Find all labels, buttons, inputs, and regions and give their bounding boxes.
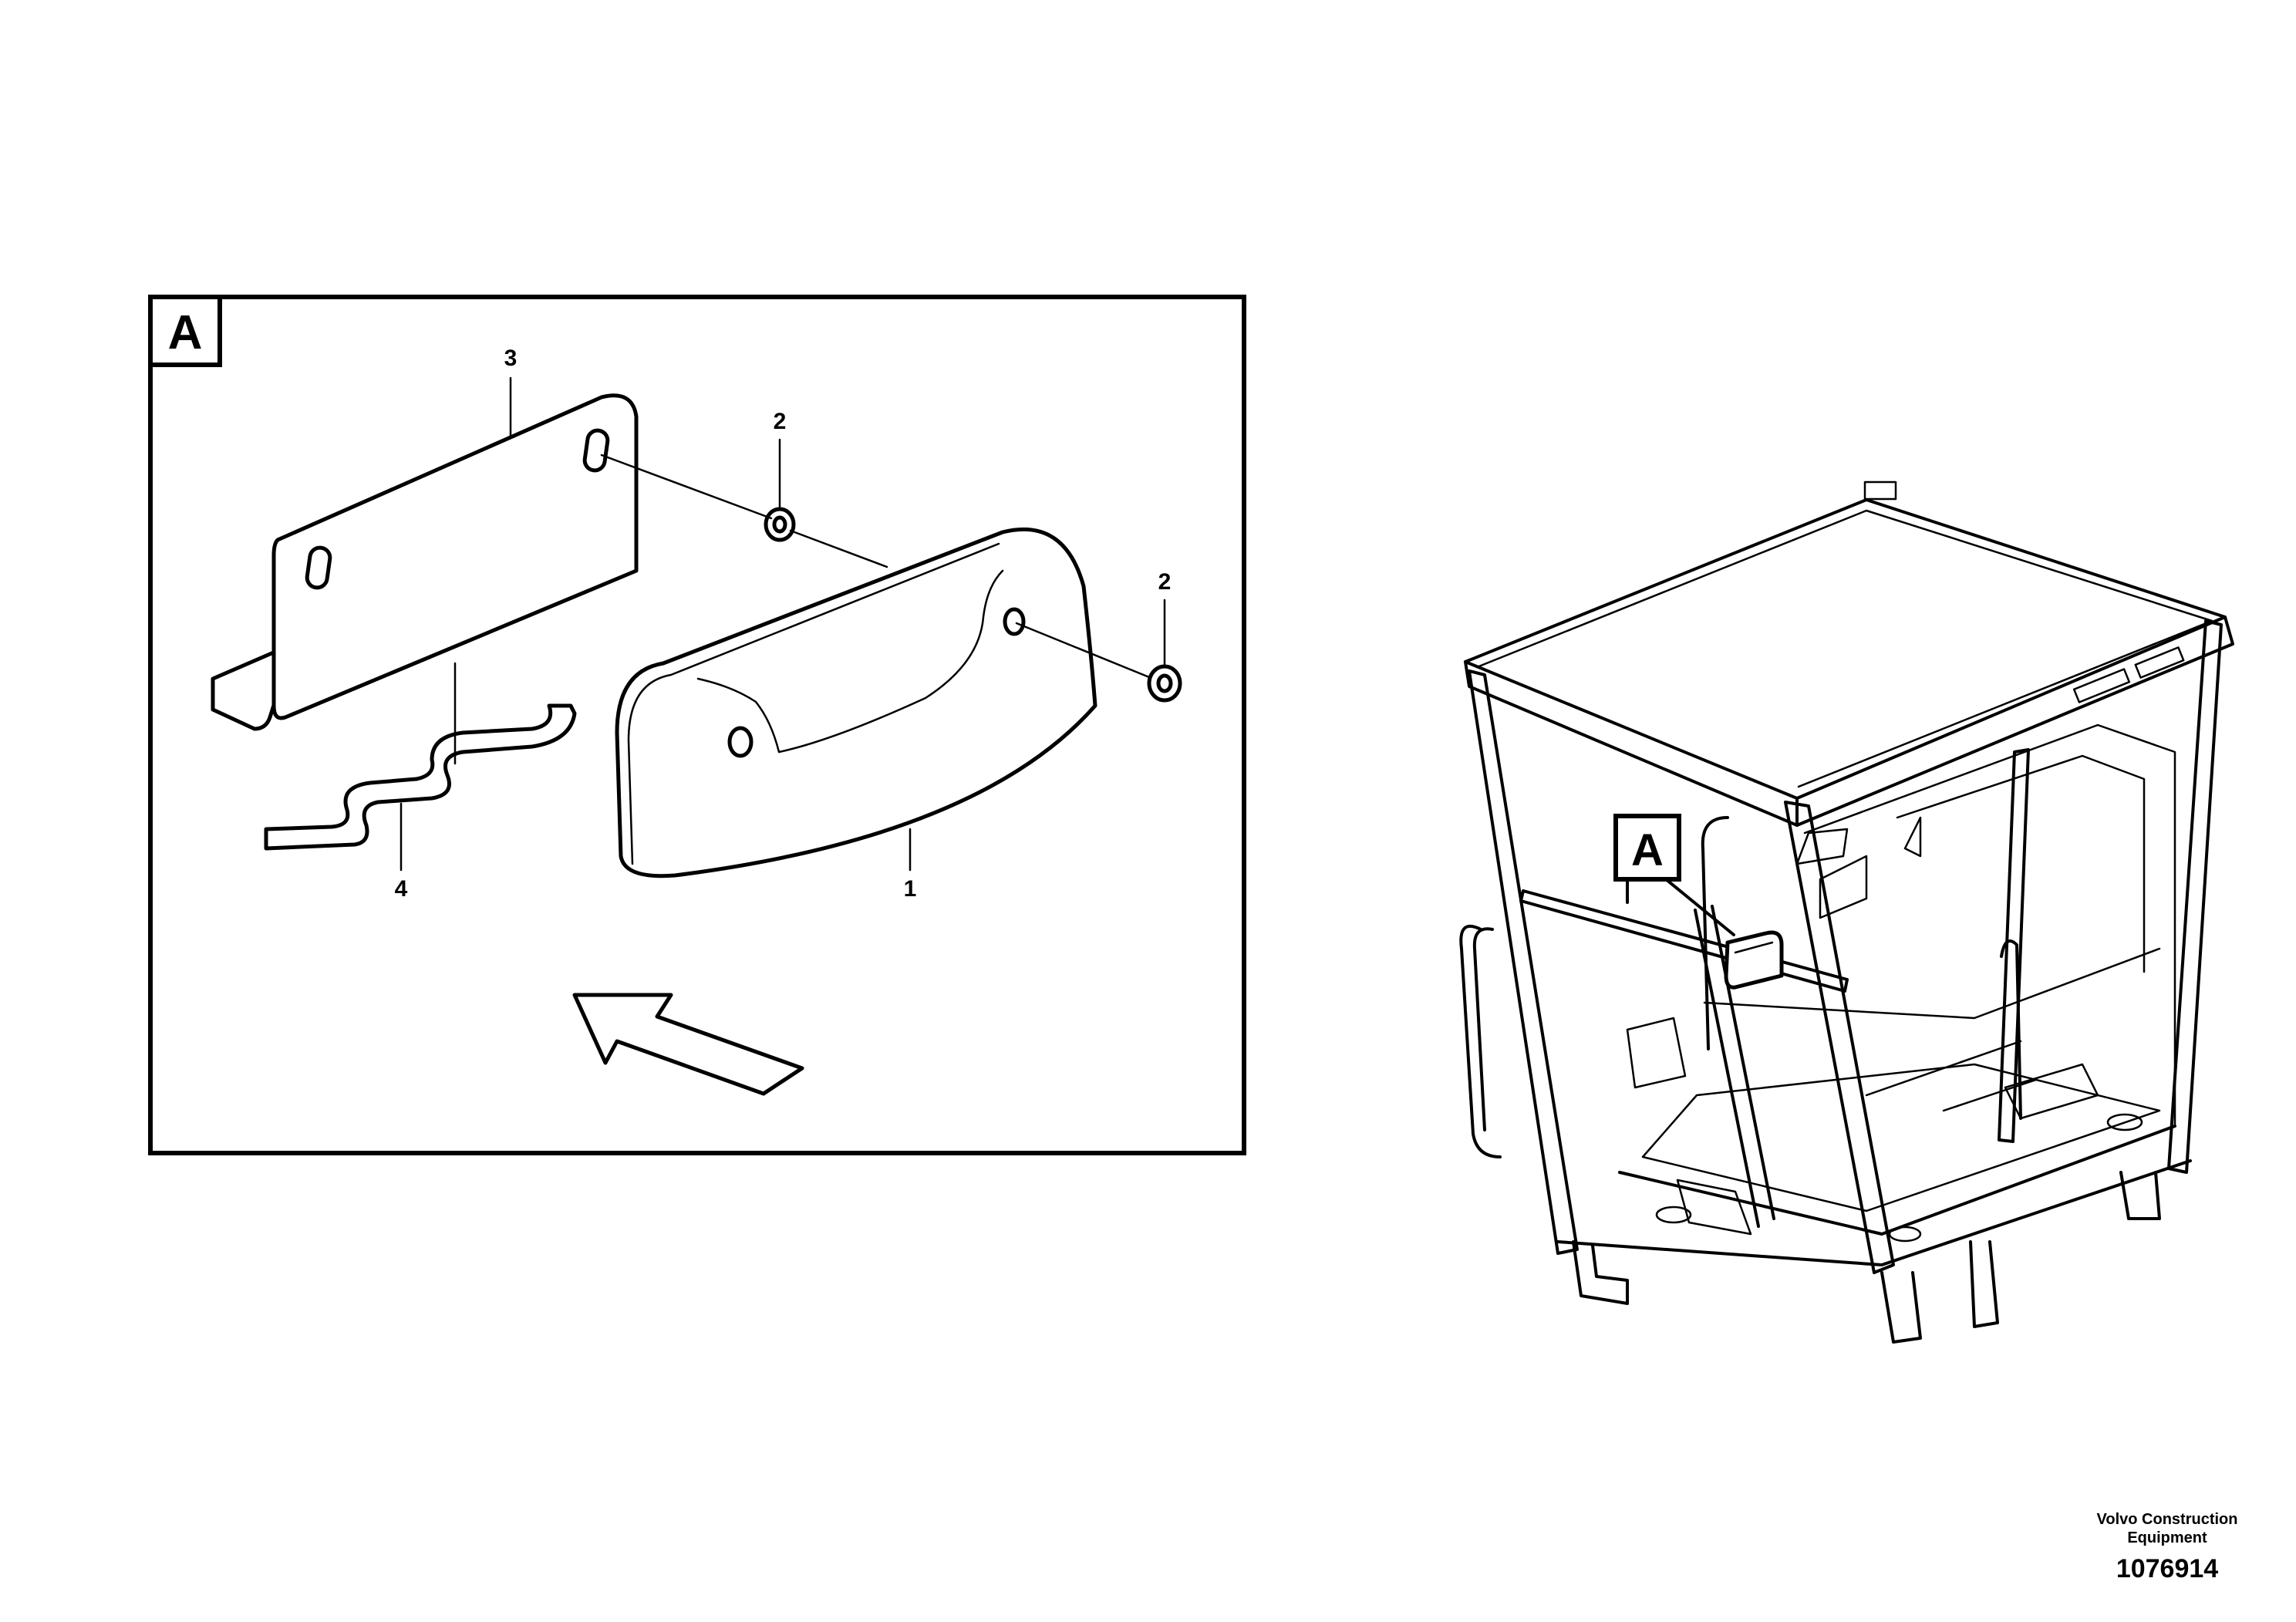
part-2-washer-upper bbox=[764, 507, 796, 542]
drawing-number: 1076914 bbox=[2116, 1554, 2219, 1583]
callout-4: 4 bbox=[395, 876, 408, 902]
part-2-washer-lower bbox=[1147, 664, 1182, 703]
part-4-strip bbox=[264, 703, 577, 851]
overview-view-label-box bbox=[1613, 814, 1681, 882]
view-direction-arrow bbox=[572, 993, 804, 1096]
callout-2-lower: 2 bbox=[1158, 569, 1172, 595]
detail-view-label: A bbox=[168, 306, 203, 359]
overview-view-label: A bbox=[1631, 825, 1664, 875]
detail-view-label-box bbox=[148, 295, 222, 367]
part-1-handle bbox=[615, 527, 1097, 878]
callout-1: 1 bbox=[904, 876, 917, 902]
cab-overview: A bbox=[1459, 481, 2234, 1344]
callout-3: 3 bbox=[504, 346, 518, 371]
company-name-line1: Volvo Construction bbox=[2096, 1511, 2238, 1528]
callout-2-upper: 2 bbox=[774, 409, 787, 434]
detail-frame bbox=[148, 295, 1246, 1155]
detail-view-a: A bbox=[148, 295, 1246, 1155]
company-name-line2: Equipment bbox=[2127, 1529, 2207, 1546]
part-3-bracket bbox=[211, 393, 639, 731]
footer: Volvo Construction Equipment 1076914 bbox=[2052, 1510, 2283, 1586]
